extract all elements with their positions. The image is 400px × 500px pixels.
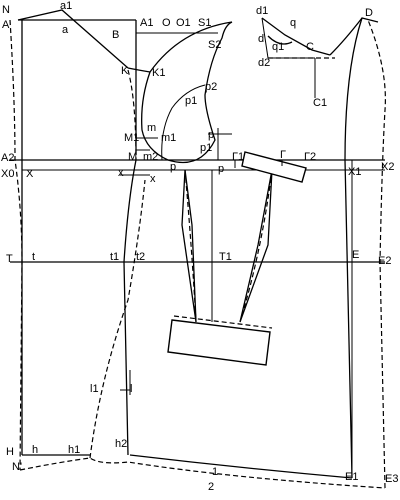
label-1: 1 bbox=[212, 466, 218, 478]
label-x-left: x bbox=[118, 167, 124, 179]
neck-curve-q1 bbox=[267, 35, 293, 45]
label-H: H bbox=[6, 446, 14, 458]
label-N: N bbox=[2, 4, 10, 16]
dashed-outline bbox=[9, 19, 386, 489]
label-a1: a1 bbox=[60, 0, 72, 12]
label-E2: E2 bbox=[378, 255, 391, 267]
label-2: 2 bbox=[208, 481, 214, 493]
label-D: D bbox=[365, 7, 373, 19]
pockets bbox=[167, 151, 307, 366]
label-O1: O1 bbox=[176, 17, 191, 29]
label-t1: t1 bbox=[110, 251, 119, 263]
lower-pocket-flap-dash bbox=[173, 315, 273, 329]
label-d1: d1 bbox=[256, 5, 268, 17]
breast-pocket bbox=[241, 151, 307, 183]
dashed-hem bbox=[19, 457, 386, 489]
label-S1: S1 bbox=[198, 17, 211, 29]
label-M: M bbox=[128, 151, 137, 163]
label-d2: d2 bbox=[258, 57, 270, 69]
label-K1: K1 bbox=[152, 67, 165, 79]
armhole-inner bbox=[161, 84, 206, 161]
label-p-upper: p bbox=[208, 129, 214, 141]
label-G2: Γ2 bbox=[304, 151, 316, 163]
label-M1: M1 bbox=[124, 132, 139, 144]
label-O: O bbox=[162, 17, 171, 29]
left-dart bbox=[181, 169, 197, 323]
label-t2: t2 bbox=[136, 251, 145, 263]
label-l1: l1 bbox=[90, 383, 99, 395]
label-m1: m1 bbox=[161, 132, 176, 144]
label-E3: E3 bbox=[385, 473, 398, 485]
dashed-armhole-line bbox=[127, 69, 137, 161]
label-A: A bbox=[2, 19, 10, 31]
label-X: X bbox=[26, 168, 34, 180]
right-dart bbox=[239, 169, 273, 323]
label-q: q bbox=[290, 17, 296, 29]
labels: N A a1 a B A1 O O1 S1 S2 d1 q d q1 C d2 … bbox=[1, 0, 398, 493]
left-dart-dash bbox=[184, 169, 197, 323]
back-armhole bbox=[127, 67, 169, 161]
label-m2: m2 bbox=[143, 151, 158, 163]
label-E1: E1 bbox=[345, 471, 358, 483]
front-shoulder-line bbox=[261, 17, 331, 56]
hem-curve-1 bbox=[129, 454, 353, 479]
label-p-right: p bbox=[218, 163, 224, 175]
label-X0: X0 bbox=[1, 168, 14, 180]
label-G1: Γ1 bbox=[232, 151, 244, 163]
label-l: l bbox=[130, 383, 132, 395]
label-X1: X1 bbox=[348, 166, 361, 178]
label-h: h bbox=[32, 444, 38, 456]
label-X2: X2 bbox=[381, 161, 394, 173]
label-p2: p2 bbox=[205, 81, 217, 93]
label-A1: A1 bbox=[140, 17, 153, 29]
right-dart-dash bbox=[239, 169, 273, 323]
construction-lines bbox=[10, 9, 385, 479]
label-C1: C1 bbox=[313, 97, 327, 109]
label-q1: q1 bbox=[272, 41, 284, 53]
label-h1: h1 bbox=[68, 444, 80, 456]
label-p-left: p bbox=[170, 161, 176, 173]
darts bbox=[181, 169, 273, 323]
label-A2: A2 bbox=[1, 152, 14, 164]
label-m: m bbox=[147, 122, 156, 134]
label-G: Γ bbox=[280, 149, 286, 161]
label-C: C bbox=[306, 41, 314, 53]
label-N-prime: N' bbox=[12, 461, 22, 473]
label-a: a bbox=[62, 24, 69, 36]
label-T: T bbox=[6, 253, 13, 265]
lower-pocket bbox=[167, 319, 271, 366]
back-shoulder-line bbox=[17, 9, 129, 69]
front-edge bbox=[344, 17, 363, 479]
label-B: B bbox=[112, 29, 119, 41]
back-side-seam bbox=[123, 159, 137, 456]
dashed-back-edge bbox=[9, 19, 23, 471]
label-h2: h2 bbox=[115, 438, 127, 450]
label-K: K bbox=[121, 65, 129, 77]
label-S2: S2 bbox=[208, 39, 221, 51]
line-d1-d2 bbox=[261, 17, 269, 59]
front-armhole bbox=[167, 21, 233, 164]
label-t: t bbox=[32, 251, 35, 263]
dashed-front-edge bbox=[367, 19, 386, 489]
label-x-right: x bbox=[150, 173, 156, 185]
label-T1: T1 bbox=[219, 251, 232, 263]
label-d: d bbox=[258, 33, 264, 45]
label-p1-lower: p1 bbox=[200, 142, 212, 154]
label-E: E bbox=[352, 249, 359, 261]
dashed-side-panel bbox=[89, 179, 146, 459]
label-p1-upper: p1 bbox=[185, 95, 197, 107]
armhole-top-curve bbox=[149, 21, 233, 73]
